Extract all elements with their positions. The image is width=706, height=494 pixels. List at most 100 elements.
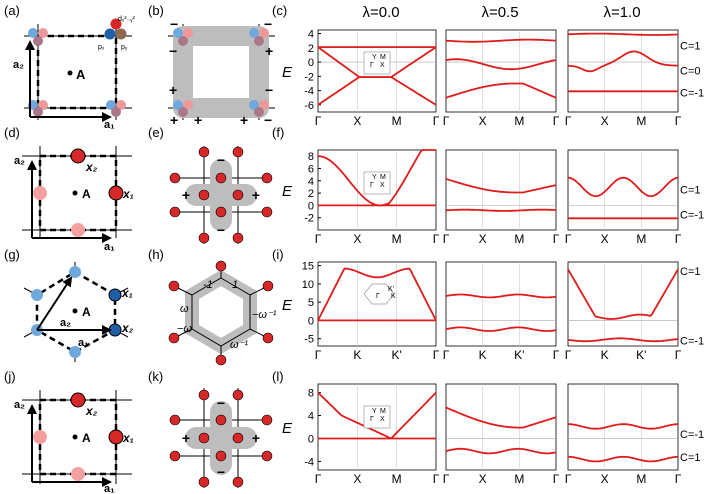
xtick-label: M xyxy=(514,114,524,128)
band-curve xyxy=(445,178,557,194)
ytick-label: 4 xyxy=(308,176,314,188)
header-lambda-0: λ=0.0 xyxy=(362,4,399,21)
xtick-label: Γ xyxy=(565,114,572,128)
orbital-label-dxy: dₓ²₋ᵧ² xyxy=(118,16,135,23)
xtick-label: Γ xyxy=(315,472,322,486)
ytick-label: 2 xyxy=(308,188,314,200)
ytick-label: -4 xyxy=(304,86,314,98)
band-curve xyxy=(445,208,557,212)
chern-label: C=-1 xyxy=(680,429,704,441)
xtick-label: M xyxy=(392,114,402,128)
sign-e-right: + xyxy=(252,187,260,203)
label-a1-g: a₁ xyxy=(78,337,89,349)
xtick-label: Γ xyxy=(443,472,450,486)
label-A-g: A xyxy=(82,305,91,319)
phase-omega-inv: ω⁻¹ xyxy=(230,339,248,351)
band-curve xyxy=(445,38,557,43)
ylabel-f: E xyxy=(282,183,293,200)
bz-y: Y xyxy=(372,408,377,415)
phase-minus-omega: −ω xyxy=(177,323,192,335)
xtick-label: X xyxy=(601,472,609,486)
ytick-label: 4 xyxy=(308,411,314,423)
hex-sites-h xyxy=(168,260,274,366)
phase-minus-omega-inv: −ω⁻¹ xyxy=(252,309,277,321)
xtick-label: K xyxy=(479,348,487,362)
xtick-label: X xyxy=(479,232,487,246)
plot-frame xyxy=(317,383,437,471)
xtick-label: K' xyxy=(392,348,402,362)
label-x1-j: x₁ xyxy=(122,431,134,445)
panel-label-e: (e) xyxy=(148,125,164,140)
sign-b-6: − xyxy=(265,82,273,98)
band-curve xyxy=(445,406,557,429)
orbital-cluster-b-tl xyxy=(173,28,193,46)
site-x2-j xyxy=(70,392,86,408)
site-x1-g xyxy=(108,288,122,302)
bz-kp: K' xyxy=(388,286,394,293)
xtick-label: X xyxy=(353,472,361,486)
ytick-label: -6 xyxy=(304,100,314,112)
panel-label-l: (l) xyxy=(272,369,284,384)
xtick-label: Γ xyxy=(315,348,322,362)
bz-m: M xyxy=(380,54,386,61)
orbital-label-px: pₓ xyxy=(98,44,105,51)
label-x1-d: x₁ xyxy=(122,187,134,201)
panel-d: A x₂ x₁ a₂ a₁ xyxy=(14,146,134,253)
panel-label-b: (b) xyxy=(148,3,164,18)
sign-b-3: − xyxy=(169,43,177,59)
xtick-label: X xyxy=(353,114,361,128)
xtick-label: Γ xyxy=(553,348,560,362)
xtick-label: Γ xyxy=(315,232,322,246)
plot-frame xyxy=(567,383,679,471)
xtick-label: X xyxy=(353,232,361,246)
bz-x: X xyxy=(380,182,385,189)
xtick-label: Γ xyxy=(433,232,440,246)
plot-frame xyxy=(445,149,557,231)
ytick-label: 0 xyxy=(308,433,314,445)
xtick-label: Γ xyxy=(315,114,322,128)
ylabel-c: E xyxy=(282,64,293,81)
band-curve xyxy=(568,455,679,463)
xtick-label: M xyxy=(636,232,646,246)
xtick-label: X xyxy=(601,114,609,128)
band-curve xyxy=(318,149,436,207)
band-curve xyxy=(445,326,557,332)
sign-k-left: + xyxy=(182,430,190,446)
header-lambda-05: λ=0.5 xyxy=(481,4,518,21)
panel-k: − + + − xyxy=(169,388,273,488)
band-curve xyxy=(567,423,679,430)
band-curve xyxy=(317,76,437,106)
xtick-label: X xyxy=(479,472,487,486)
bz-m: M xyxy=(380,174,386,181)
chern-label: C=0 xyxy=(680,66,701,78)
orbital-cluster-b-bl xyxy=(173,100,193,117)
orbital-label-py: pᵧ xyxy=(121,44,128,51)
chern-label: C=1 xyxy=(680,184,701,196)
xtick-label: Γ xyxy=(565,472,572,486)
xtick-label: K' xyxy=(514,348,524,362)
panel-label-i: (i) xyxy=(272,247,284,262)
bz-x: X xyxy=(380,416,385,423)
xtick-label: M xyxy=(636,114,646,128)
label-A-j: A xyxy=(82,431,91,445)
panel-label-f: (f) xyxy=(272,125,284,140)
phase-one: 1 xyxy=(232,279,238,291)
sign-b-10: − xyxy=(264,112,272,128)
panel-g: A x₁ x₂ a₂ a₁ xyxy=(23,262,134,362)
xtick-label: Γ xyxy=(443,114,450,128)
xtick-label: Γ xyxy=(443,348,450,362)
plot-frame xyxy=(445,261,557,347)
bz-gamma: Γ xyxy=(370,62,374,69)
ytick-label: 0 xyxy=(308,57,314,69)
xtick-label: Γ xyxy=(553,232,560,246)
xtick-label: M xyxy=(392,232,402,246)
ytick-label: -2 xyxy=(304,213,314,225)
panel-label-j: (j) xyxy=(4,369,16,384)
